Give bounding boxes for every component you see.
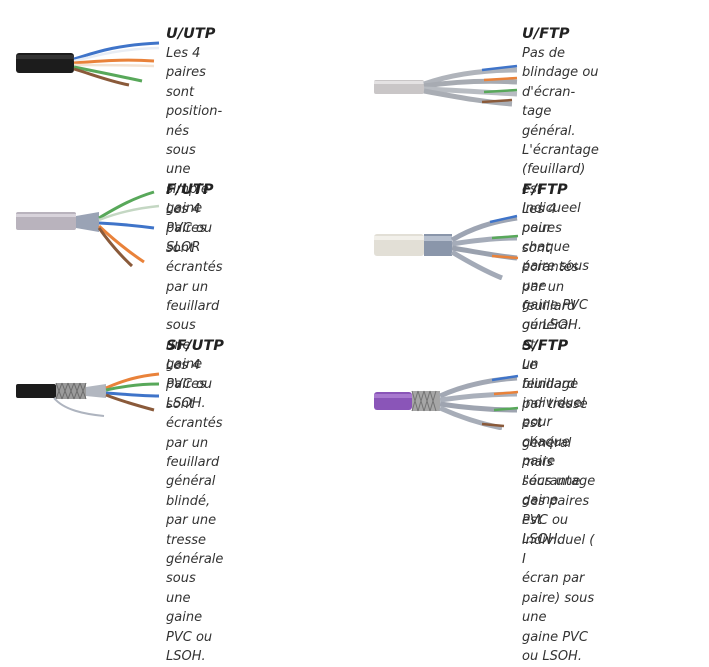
cable-image-sftp — [374, 374, 519, 430]
cable-description: Les 4 paires sont écrantés par un feuill… — [166, 358, 224, 665]
cable-image-fftp — [374, 214, 519, 280]
cable-title: F/UTP — [166, 182, 214, 198]
cable-title: U/FTP — [522, 26, 570, 42]
cable-description: Les 4 paires sont écrantés par un feuill… — [166, 202, 223, 412]
cable-image-uftp — [374, 64, 518, 107]
cable-image-uutp — [16, 41, 160, 87]
cable-title: S/FTP — [522, 338, 569, 354]
cable-description: Le blindage par tresse est général mais … — [522, 358, 596, 665]
cable-title: U/UTP — [166, 26, 216, 42]
cable-description: Pas de blindage ou d'écran- tage général… — [522, 46, 599, 333]
cable-image-sfutp — [16, 372, 160, 417]
cable-title: F/FTP — [522, 182, 568, 198]
cable-description: Les 4 paires sont position- nés sous une… — [166, 46, 223, 256]
cable-title: SF/UTP — [166, 338, 224, 354]
cable-image-futp — [16, 190, 160, 268]
